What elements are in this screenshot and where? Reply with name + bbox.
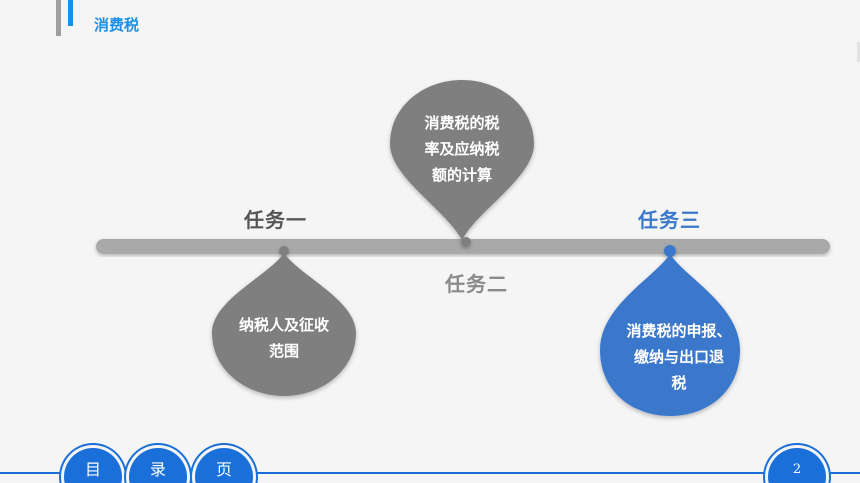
header-accent-gray xyxy=(56,0,61,36)
task3-detail-line: 缴纳与出口退 xyxy=(633,348,724,366)
header-accent-blue xyxy=(68,0,73,26)
task1-label: 任务一 xyxy=(244,208,307,232)
page-title: 消费税 xyxy=(94,16,140,34)
task1-drop xyxy=(212,246,356,396)
task2-drop xyxy=(390,80,534,247)
task1-detail-line: 范围 xyxy=(268,342,299,360)
task2-detail: 消费税的税 率及应纳税 额的计算 xyxy=(390,110,534,188)
task3-detail: 消费税的申报、 缴纳与出口退 税 xyxy=(604,318,754,396)
task3-detail-line: 消费税的申报、 xyxy=(626,322,732,340)
task1-detail: 纳税人及征收 范围 xyxy=(212,312,356,364)
task3-drop xyxy=(600,245,740,416)
task1-detail-line: 纳税人及征收 xyxy=(238,316,329,334)
task3-label: 任务三 xyxy=(638,208,701,232)
nav-baseline xyxy=(0,472,860,474)
task3-detail-line: 税 xyxy=(671,374,687,392)
task2-detail-line: 率及应纳税 xyxy=(424,140,500,158)
task2-label: 任务二 xyxy=(445,272,508,296)
right-edge-mark xyxy=(857,42,860,62)
nav-button-lu[interactable]: 录 xyxy=(129,448,187,483)
task2-detail-line: 额的计算 xyxy=(431,166,492,184)
task2-detail-line: 消费税的税 xyxy=(424,114,500,132)
